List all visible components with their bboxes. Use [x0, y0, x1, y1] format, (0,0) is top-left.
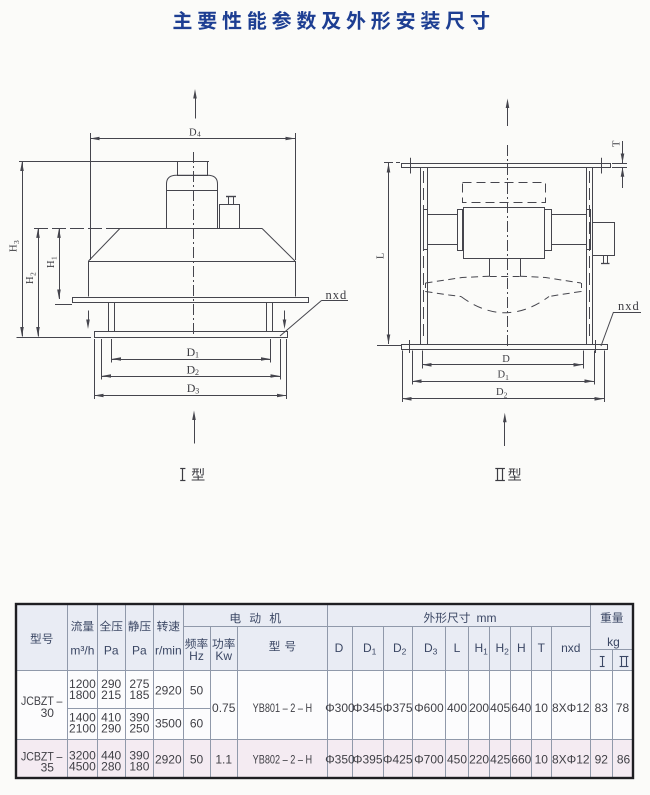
- svg-text:280: 280: [101, 760, 121, 774]
- svg-text:2100: 2100: [69, 722, 96, 736]
- svg-text:Φ600: Φ600: [414, 701, 444, 715]
- svg-text:nxd: nxd: [561, 641, 580, 655]
- svg-text:405: 405: [490, 701, 510, 715]
- svg-text:H: H: [46, 260, 57, 268]
- svg-text:4: 4: [197, 130, 201, 139]
- svg-text:2920: 2920: [155, 684, 182, 698]
- svg-text:Φ700: Φ700: [414, 753, 444, 767]
- svg-text:60: 60: [190, 717, 204, 731]
- svg-text:215: 215: [101, 688, 121, 702]
- svg-text:440: 440: [101, 749, 121, 763]
- svg-text:3: 3: [12, 240, 21, 244]
- svg-text:86: 86: [617, 753, 631, 767]
- svg-text:JCBZT –: JCBZT –: [21, 750, 63, 764]
- svg-text:kg: kg: [607, 635, 620, 649]
- svg-text:92: 92: [595, 753, 609, 767]
- svg-text:Φ375: Φ375: [383, 701, 413, 715]
- svg-text:Hz: Hz: [189, 649, 204, 663]
- svg-text:YB802 – 2 – H: YB802 – 2 – H: [253, 753, 313, 767]
- svg-text:mm: mm: [477, 611, 497, 625]
- svg-text:425: 425: [490, 753, 510, 767]
- svg-text:Pa: Pa: [132, 644, 147, 658]
- svg-text:83: 83: [595, 701, 609, 715]
- svg-text:D2: D2: [496, 387, 508, 400]
- svg-text:180: 180: [129, 760, 149, 774]
- svg-text:2: 2: [29, 272, 38, 276]
- svg-text:290: 290: [101, 722, 121, 736]
- svg-text:H: H: [25, 276, 36, 284]
- svg-text:250: 250: [129, 722, 149, 736]
- svg-text:T: T: [612, 140, 623, 147]
- svg-text:D: D: [187, 381, 196, 395]
- svg-text:275: 275: [129, 677, 149, 691]
- svg-text:220: 220: [469, 753, 489, 767]
- svg-text:2920: 2920: [155, 753, 182, 767]
- svg-text:Φ345: Φ345: [353, 701, 383, 715]
- svg-text:D: D: [335, 641, 344, 655]
- svg-text:4500: 4500: [69, 760, 96, 774]
- svg-text:D: D: [502, 354, 510, 365]
- svg-text:50: 50: [190, 684, 204, 698]
- svg-text:450: 450: [447, 753, 467, 767]
- svg-text:YB801 – 2 – H: YB801 – 2 – H: [253, 701, 313, 715]
- svg-text:640: 640: [511, 701, 531, 715]
- svg-text:m³/h: m³/h: [70, 644, 94, 658]
- svg-text:H: H: [517, 641, 526, 655]
- svg-text:390: 390: [129, 749, 149, 763]
- svg-text:JCBZT –: JCBZT –: [21, 694, 63, 708]
- svg-text:200: 200: [469, 701, 489, 715]
- svg-text:10: 10: [535, 753, 549, 767]
- svg-text:D: D: [187, 345, 196, 359]
- svg-text:78: 78: [616, 701, 630, 715]
- svg-text:1200: 1200: [69, 677, 96, 691]
- svg-text:3500: 3500: [155, 717, 182, 731]
- svg-text:L: L: [376, 253, 387, 259]
- svg-text:185: 185: [129, 688, 149, 702]
- svg-text:Φ425: Φ425: [383, 753, 413, 767]
- svg-text:H: H: [9, 244, 20, 252]
- svg-text:Kw: Kw: [215, 649, 232, 663]
- svg-text:nxd: nxd: [326, 288, 348, 302]
- svg-text:30: 30: [41, 706, 55, 720]
- svg-text:1: 1: [50, 256, 59, 260]
- svg-text:Φ395: Φ395: [353, 753, 383, 767]
- svg-text:D1: D1: [498, 370, 510, 383]
- svg-text:50: 50: [190, 753, 204, 767]
- svg-text:1400: 1400: [69, 711, 96, 725]
- svg-text:r/min: r/min: [155, 644, 182, 658]
- svg-text:35: 35: [41, 761, 55, 775]
- svg-text:390: 390: [129, 711, 149, 725]
- svg-text:10: 10: [535, 701, 549, 715]
- svg-text:290: 290: [101, 677, 121, 691]
- svg-text:nxd: nxd: [618, 299, 640, 313]
- svg-text:3: 3: [195, 386, 199, 395]
- svg-text:3200: 3200: [69, 749, 96, 763]
- svg-text:400: 400: [447, 701, 467, 715]
- svg-text:Pa: Pa: [104, 644, 119, 658]
- svg-text:T: T: [538, 641, 546, 655]
- svg-text:0.75: 0.75: [212, 701, 236, 715]
- svg-text:1800: 1800: [69, 688, 96, 702]
- svg-text:410: 410: [101, 711, 121, 725]
- svg-text:D: D: [187, 363, 196, 377]
- svg-text:8XΦ12: 8XΦ12: [552, 753, 590, 767]
- svg-text:660: 660: [511, 753, 531, 767]
- svg-text:8XΦ12: 8XΦ12: [552, 701, 590, 715]
- svg-text:Φ350: Φ350: [325, 753, 355, 767]
- svg-text:2: 2: [195, 368, 199, 377]
- svg-text:D: D: [189, 128, 197, 139]
- svg-text:1: 1: [195, 351, 199, 360]
- svg-text:1.1: 1.1: [215, 753, 232, 767]
- svg-text:Φ300: Φ300: [325, 701, 355, 715]
- svg-text:L: L: [454, 641, 461, 655]
